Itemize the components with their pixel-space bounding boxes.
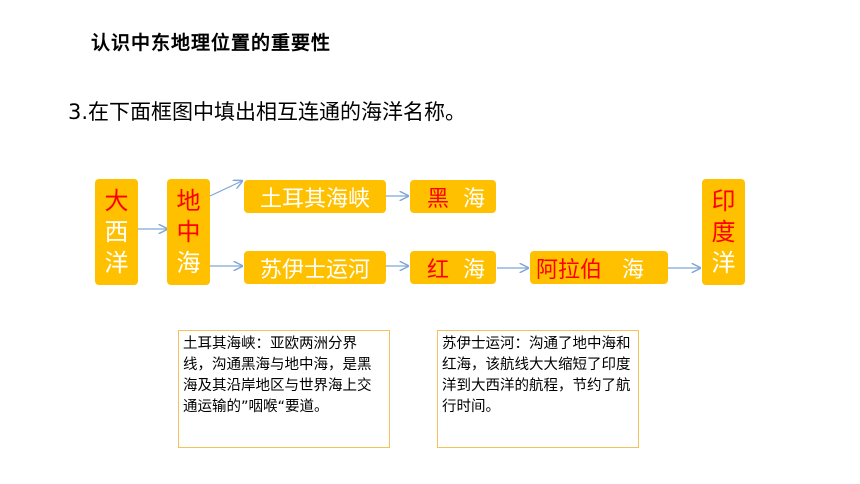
red-sea-box: 红 海	[410, 251, 496, 284]
mediterranean-char-2: 中	[176, 217, 201, 246]
mediterranean-char-1: 地	[176, 186, 201, 215]
page-title: 认识中东地理位置的重要性	[91, 32, 332, 54]
indian-char-2: 度	[711, 217, 736, 246]
red-sea-answer: 红	[427, 257, 450, 283]
black-sea-suffix: 海	[463, 186, 486, 212]
suez-canal-note: 苏伊士运河：沟通了地中海和红海，该航线大大缩短了印度洋到大西洋的航程，节约了航行…	[437, 330, 639, 448]
indian-ocean-box: 印 度 洋	[702, 179, 745, 285]
suez-canal-label: 苏伊士运河	[259, 257, 370, 283]
black-sea-box: 黑 海	[410, 180, 496, 213]
arabian-sea-answer: 阿拉伯	[536, 257, 603, 283]
arabian-sea-suffix: 海	[622, 257, 645, 283]
arrow-mediterranean-to-turkish-strait	[209, 181, 242, 197]
turkish-strait-label: 土耳其海峡	[259, 186, 370, 212]
red-sea-suffix: 海	[463, 257, 486, 283]
indian-char-1: 印	[711, 186, 736, 215]
atlantic-char-2: 西	[104, 217, 129, 246]
atlantic-char-1: 大	[104, 186, 129, 215]
atlantic-ocean-box: 大 西 洋	[95, 179, 138, 285]
turkish-strait-box: 土耳其海峡	[244, 180, 386, 213]
suez-canal-box: 苏伊士运河	[244, 251, 386, 284]
atlantic-char-3: 洋	[104, 248, 129, 277]
mediterranean-char-3: 海	[176, 248, 201, 277]
indian-char-3: 洋	[711, 248, 736, 277]
arabian-sea-box: 阿拉伯 海	[530, 251, 668, 284]
turkish-strait-note: 土耳其海峡：亚欧两洲分界线，沟通黑海与地中海，是黑海及其沿岸地区与世界海上交通运…	[178, 330, 390, 448]
mediterranean-sea-box: 地 中 海	[167, 179, 210, 285]
question-text: 3.在下面框图中填出相互连通的海洋名称。	[68, 100, 467, 124]
black-sea-answer: 黑	[427, 186, 450, 212]
